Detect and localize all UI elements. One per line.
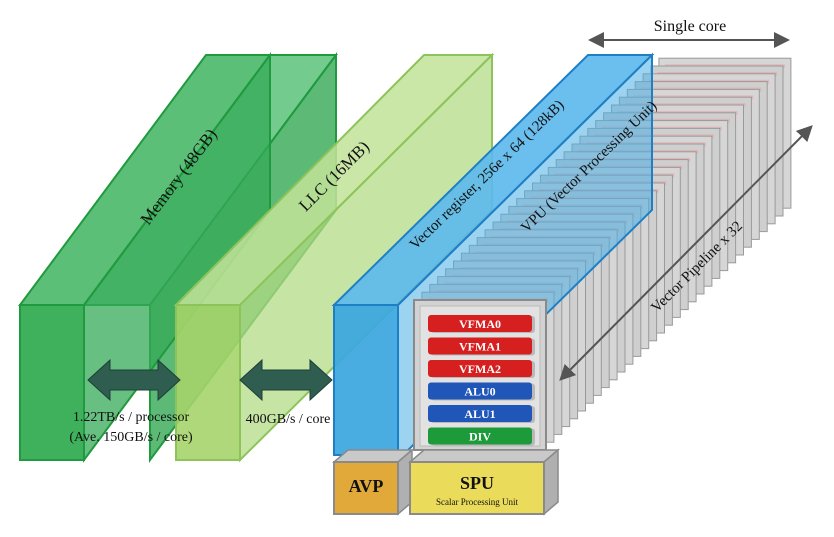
pipeline-unit-label: ALU1: [464, 407, 495, 421]
vector-pipeline-arrow: [559, 125, 813, 381]
llc-bandwidth-label: 400GB/s / core: [246, 412, 331, 427]
pipeline-unit-bar: [428, 337, 532, 355]
bandwidth-arrow-llc-register: [239, 358, 333, 402]
llc-block: [173, 52, 495, 463]
spu-sublabel: Scalar Processing Unit: [436, 497, 518, 507]
pipeline-unit-alu1: ALU1: [428, 405, 535, 423]
pipeline-unit-bar: [428, 427, 532, 445]
pipeline-unit-label: ALU0: [464, 385, 495, 399]
pipeline-unit-vfma1: VFMA1: [428, 337, 535, 356]
avp-box: [331, 448, 415, 516]
pipeline-unit-label: VFMA0: [459, 317, 501, 331]
pipeline-unit-bar: [428, 360, 532, 377]
pipeline-unit-label: VFMA2: [459, 362, 501, 376]
spu-box: [407, 448, 561, 516]
pipeline-unit-bar: [428, 405, 532, 422]
pipeline-unit-bar: [428, 315, 532, 332]
pipeline-unit-label: VFMA1: [459, 340, 501, 354]
spu-label: SPU: [460, 473, 494, 493]
single-core-label: Single core: [654, 18, 726, 35]
memory-bandwidth-line1: 1.22TB/s / processor: [73, 410, 190, 425]
pipeline-unit-vfma0: VFMA0: [428, 315, 535, 333]
pipeline-unit-div: DIV: [428, 427, 535, 446]
memory-bandwidth-line2: (Ave. 150GB/s / core): [69, 430, 193, 445]
avp-label: AVP: [349, 476, 384, 496]
pipeline-unit-vfma2: VFMA2: [428, 360, 535, 378]
pipeline-unit-alu0: ALU0: [428, 382, 535, 401]
pipeline-unit-label: DIV: [469, 430, 491, 444]
bandwidth-arrow-memory-llc: [87, 358, 181, 402]
pipeline-unit-bar: [428, 382, 532, 400]
